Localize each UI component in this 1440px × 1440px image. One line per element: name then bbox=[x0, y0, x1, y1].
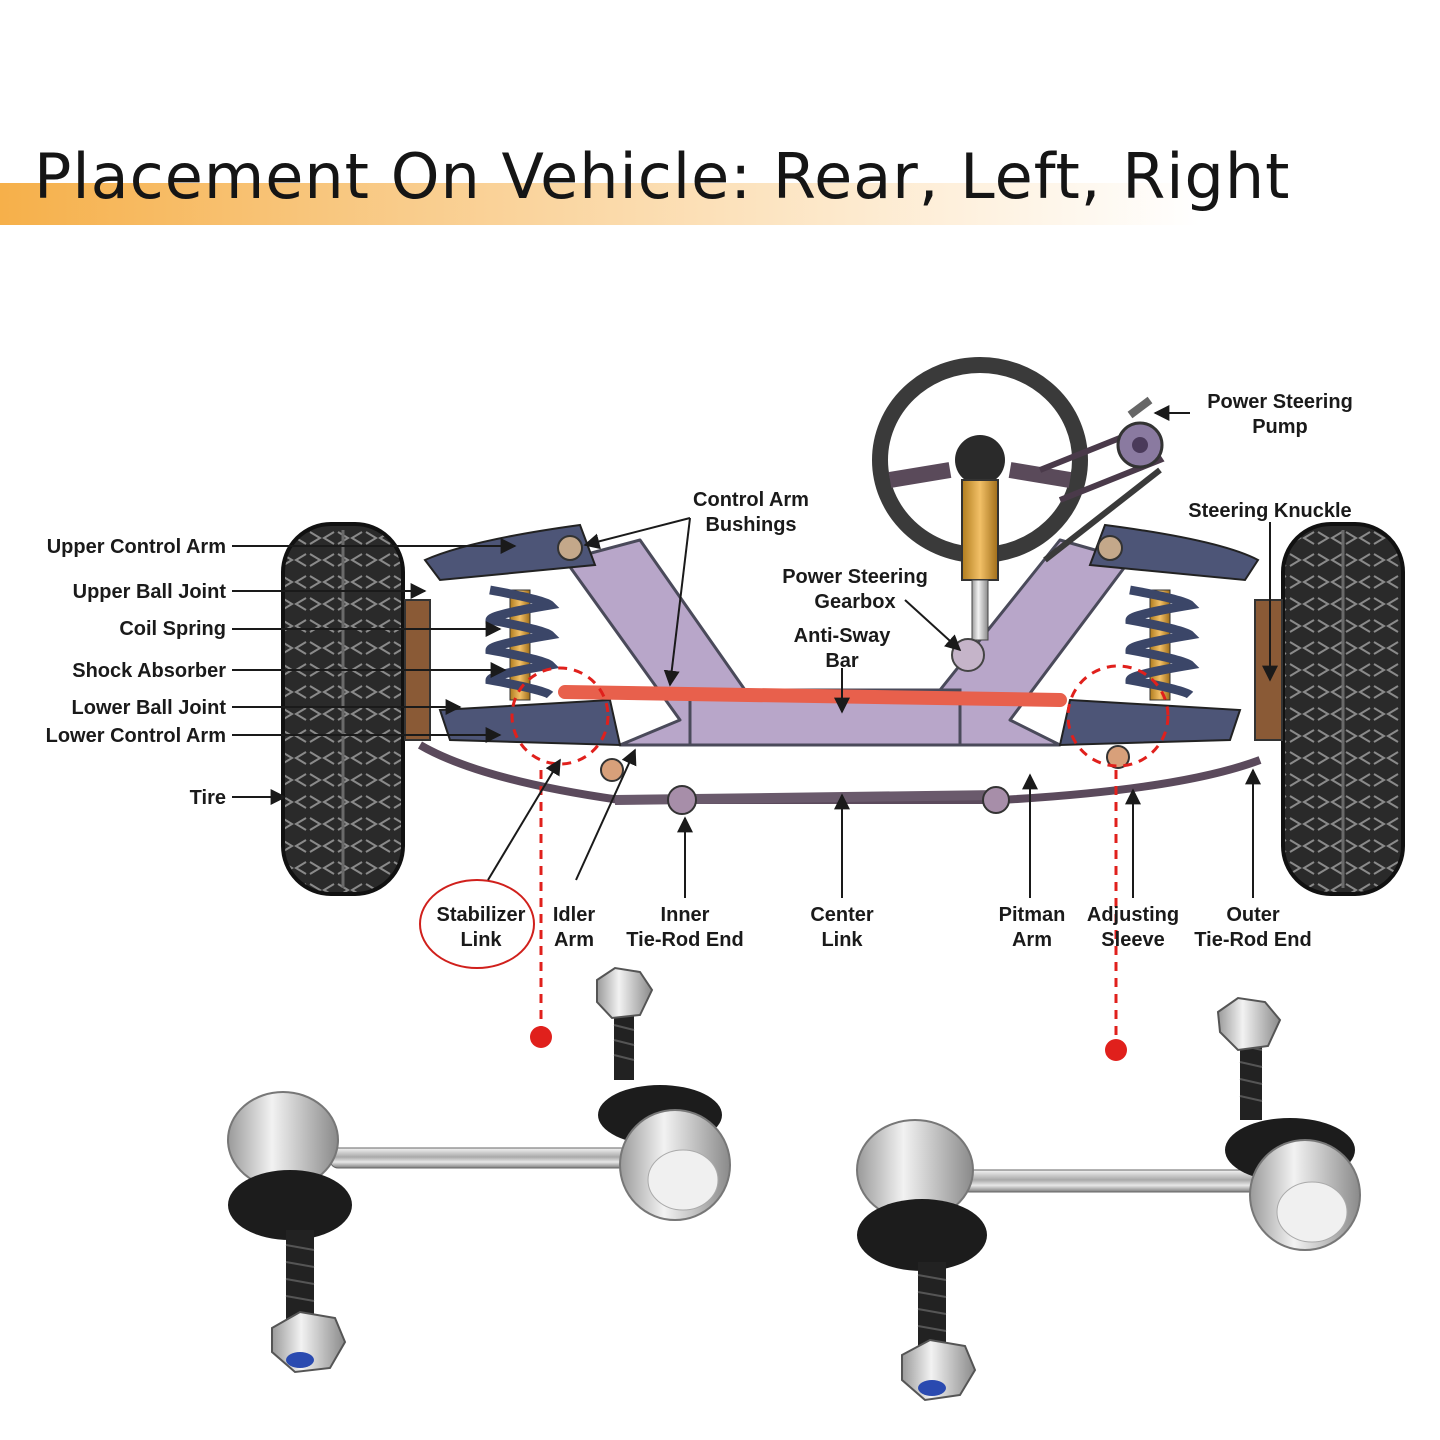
label-power-steering-gearbox-line2: Gearbox bbox=[814, 591, 895, 613]
label-idler-arm-line1: Idler bbox=[553, 904, 595, 926]
label-stabilizer-link-line2: Link bbox=[460, 929, 502, 951]
label-lower-control-arm: Lower Control Arm bbox=[46, 725, 226, 747]
right-steering-knuckle bbox=[1254, 599, 1283, 741]
label-power-steering-pump-line1: Power Steering bbox=[1207, 391, 1353, 413]
inner-tie-rod-end bbox=[667, 785, 697, 815]
right-lower-control-arm bbox=[1058, 698, 1242, 747]
steering-column bbox=[961, 479, 999, 581]
label-center-link-line1: Center bbox=[810, 904, 874, 926]
right-stabilizer-link-product bbox=[856, 996, 1361, 1402]
label-idler-arm-line2: Arm bbox=[554, 929, 594, 951]
power-steering-pump bbox=[1038, 396, 1165, 563]
label-pitman-arm-line1: Pitman bbox=[999, 904, 1066, 926]
left-link-callout-circle bbox=[510, 666, 610, 766]
label-outer-tie-rod-end-line1: Outer bbox=[1226, 904, 1280, 926]
left-tire bbox=[281, 522, 405, 896]
left-coil-spring bbox=[485, 585, 560, 701]
label-pitman-arm-line2: Arm bbox=[1012, 929, 1052, 951]
left-stabilizer-link-product bbox=[227, 966, 731, 1374]
left-control-arm-bushing bbox=[557, 535, 583, 561]
page-title: Placement On Vehicle: Rear, Left, Right bbox=[34, 140, 1291, 213]
label-power-steering-gearbox-line1: Power Steering bbox=[782, 566, 928, 588]
label-control-arm-bushings-line1: Control Arm bbox=[693, 489, 809, 511]
steering-gearbox bbox=[951, 638, 985, 672]
label-adjusting-sleeve-line1: Adjusting bbox=[1087, 904, 1179, 926]
label-anti-sway-bar-line2: Bar bbox=[825, 650, 859, 672]
label-tire: Tire bbox=[190, 787, 226, 809]
idler-arm bbox=[600, 758, 624, 782]
right-link-nut bbox=[1106, 745, 1130, 769]
label-steering-knuckle: Steering Knuckle bbox=[1188, 500, 1351, 522]
right-upper-control-arm bbox=[1088, 523, 1260, 582]
label-center-link-line2: Link bbox=[821, 929, 863, 951]
label-lower-ball-joint: Lower Ball Joint bbox=[72, 697, 227, 719]
leader-lines bbox=[232, 405, 1278, 898]
right-coil-spring bbox=[1125, 585, 1200, 701]
label-shock-absorber: Shock Absorber bbox=[72, 660, 226, 682]
title-highlight-band bbox=[0, 183, 1200, 225]
right-callout-dot bbox=[1105, 1039, 1127, 1061]
pitman-arm bbox=[982, 786, 1010, 814]
label-stabilizer-link-line1: Stabilizer bbox=[437, 904, 526, 926]
label-coil-spring: Coil Spring bbox=[119, 618, 226, 640]
left-lower-control-arm bbox=[438, 698, 622, 747]
label-control-arm-bushings-line2: Bushings bbox=[705, 514, 796, 536]
label-anti-sway-bar-line1: Anti-Sway bbox=[794, 625, 892, 647]
label-upper-control-arm: Upper Control Arm bbox=[47, 536, 226, 558]
right-link-callout-circle bbox=[1066, 664, 1170, 768]
label-power-steering-pump-line2: Pump bbox=[1252, 416, 1308, 438]
left-callout-dot bbox=[530, 1026, 552, 1048]
label-adjusting-sleeve-line2: Sleeve bbox=[1101, 929, 1164, 951]
label-outer-tie-rod-end-line2: Tie-Rod End bbox=[1194, 929, 1311, 951]
stabilizer-link-highlight bbox=[419, 879, 535, 969]
steering-shaft bbox=[971, 579, 989, 641]
label-inner-tie-rod-end-line1: Inner bbox=[661, 904, 710, 926]
anti-sway-bar bbox=[558, 685, 1067, 707]
label-inner-tie-rod-end-line2: Tie-Rod End bbox=[626, 929, 743, 951]
label-upper-ball-joint: Upper Ball Joint bbox=[73, 581, 227, 603]
right-tire bbox=[1281, 522, 1405, 896]
right-control-arm-bushing bbox=[1097, 535, 1123, 561]
